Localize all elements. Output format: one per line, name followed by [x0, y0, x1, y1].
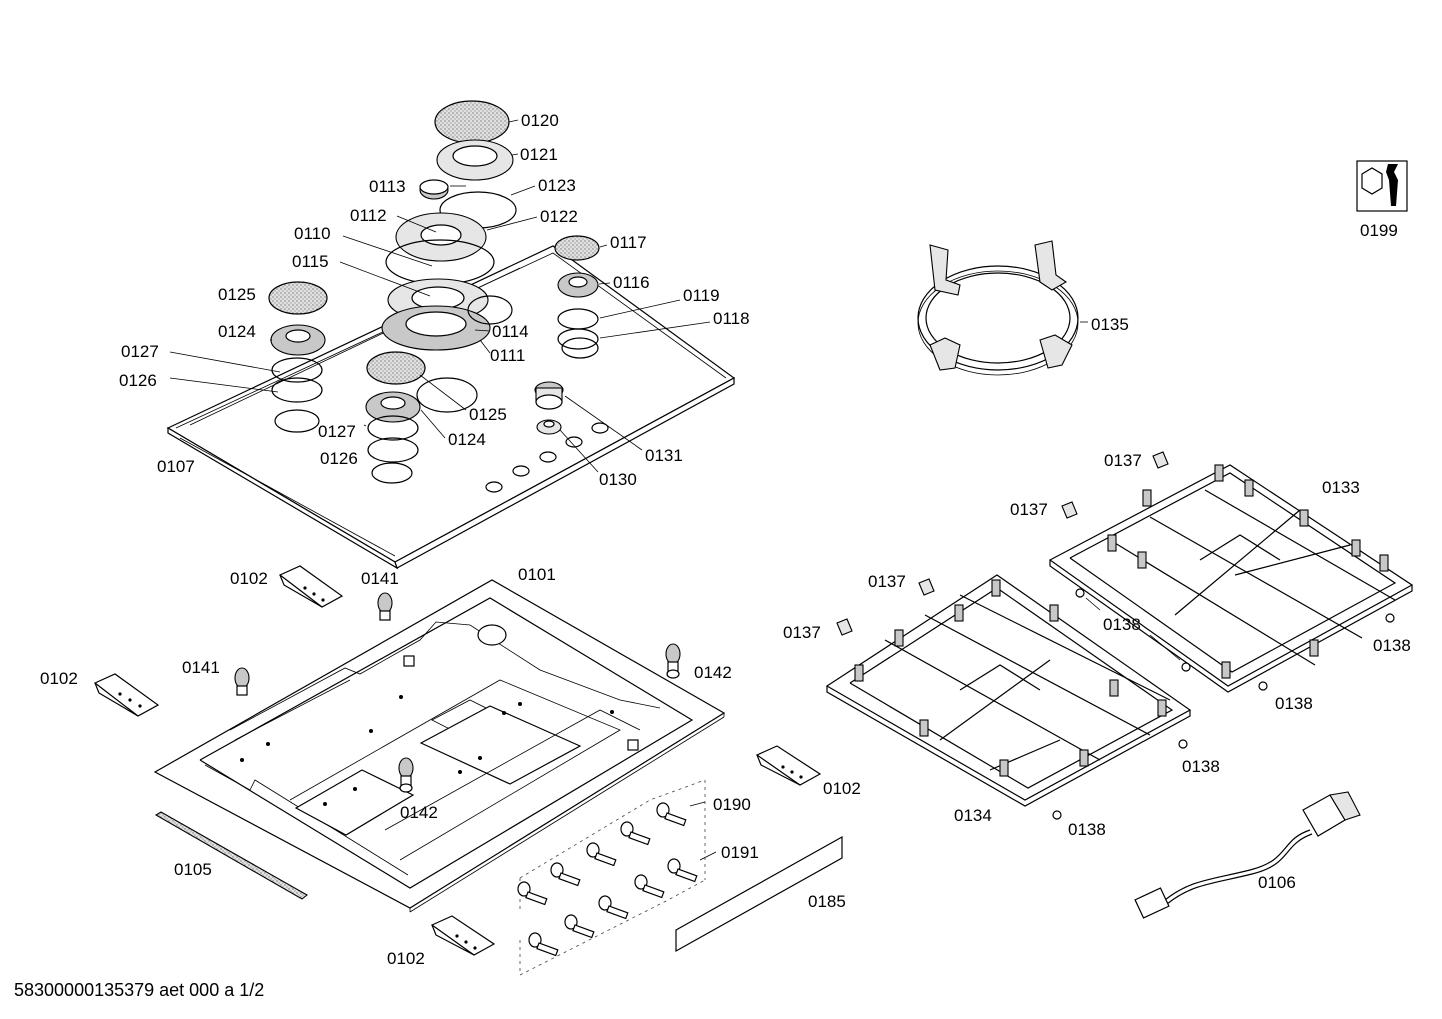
pan-support-0134 — [825, 574, 1192, 807]
label-0124-a: 0124 — [218, 322, 256, 341]
power-cord — [1134, 791, 1361, 919]
label-0130: 0130 — [599, 470, 637, 489]
label-0111: 0111 — [490, 346, 525, 365]
label-0114: 0114 — [492, 322, 529, 341]
bracket-0102-b — [93, 673, 160, 717]
label-0125-a: 0125 — [218, 285, 256, 304]
label-0120: 0120 — [521, 111, 559, 130]
label-0190: 0190 — [713, 795, 751, 814]
foot-0141-b — [234, 667, 250, 696]
label-0137-a: 0137 — [1104, 451, 1142, 470]
label-0138-d: 0138 — [1182, 757, 1220, 776]
label-0131: 0131 — [645, 446, 683, 465]
part-labels: 0120 0121 0113 0123 0112 0122 0110 0117 … — [40, 111, 1411, 968]
label-0121: 0121 — [520, 145, 558, 164]
label-0113: 0113 — [369, 177, 406, 196]
label-0116: 0116 — [613, 273, 650, 292]
screw-set — [517, 779, 717, 976]
label-0138-e: 0138 — [1068, 820, 1106, 839]
control-knob — [534, 381, 564, 435]
label-0125-b: 0125 — [469, 405, 507, 424]
label-0107: 0107 — [157, 457, 195, 476]
label-0141-a: 0141 — [361, 569, 399, 588]
label-0199: 0199 — [1360, 221, 1398, 240]
bracket-0102-d — [430, 915, 496, 956]
label-0137-d: 0137 — [783, 623, 821, 642]
label-0118: 0118 — [713, 309, 750, 328]
label-0102-a: 0102 — [230, 569, 268, 588]
label-0112: 0112 — [350, 206, 387, 225]
label-0124-b: 0124 — [448, 430, 486, 449]
label-0138-a: 0138 — [1103, 615, 1141, 634]
clip-0137-set — [836, 451, 1169, 636]
label-0185: 0185 — [808, 892, 846, 911]
label-0134: 0134 — [954, 806, 992, 825]
pan-support-0133 — [1048, 464, 1414, 693]
wrench-icon — [1356, 160, 1408, 212]
label-0127-b: 0127 — [318, 422, 356, 441]
label-0138-c: 0138 — [1275, 694, 1313, 713]
foot-0142-b — [398, 757, 414, 793]
label-0126-b: 0126 — [320, 449, 358, 468]
label-0122: 0122 — [540, 207, 578, 226]
label-0142-b: 0142 — [400, 803, 438, 822]
label-0106: 0106 — [1258, 873, 1296, 892]
label-0127-a: 0127 — [121, 342, 159, 361]
label-0126-a: 0126 — [119, 371, 157, 390]
hob-top-plate — [166, 245, 736, 570]
label-0141-b: 0141 — [182, 658, 220, 677]
label-0117: 0117 — [610, 233, 647, 252]
label-0110: 0110 — [294, 224, 331, 243]
middle-burner — [365, 351, 426, 463]
label-0142-a: 0142 — [694, 663, 732, 682]
small-burner-right — [554, 235, 600, 350]
label-plate-0185 — [675, 835, 843, 953]
label-0105: 0105 — [174, 860, 212, 879]
drawing-number: 58300000135379 aet 000 a 1/2 — [14, 980, 265, 1000]
foot-0142-a — [665, 643, 681, 679]
label-0137-c: 0137 — [868, 572, 906, 591]
label-0119: 0119 — [683, 286, 720, 305]
label-0115: 0115 — [292, 252, 329, 271]
label-0102-b: 0102 — [40, 669, 78, 688]
bottom-casing — [153, 579, 726, 913]
label-0133: 0133 — [1322, 478, 1360, 497]
label-0138-b: 0138 — [1373, 636, 1411, 655]
label-0102-d: 0102 — [387, 949, 425, 968]
wok-ring — [917, 240, 1088, 376]
left-burner — [268, 281, 328, 403]
label-0135: 0135 — [1091, 315, 1129, 334]
label-0137-b: 0137 — [1010, 500, 1048, 519]
label-0123: 0123 — [538, 176, 576, 195]
label-0102-c: 0102 — [823, 779, 861, 798]
bracket-0102-a — [278, 565, 344, 608]
foot-0141-a — [377, 592, 393, 621]
foot-0138-set — [1052, 588, 1395, 820]
label-0101: 0101 — [518, 565, 556, 584]
seal-strip-0105 — [154, 811, 308, 900]
leader-lines-top — [169, 119, 711, 473]
bracket-0102-c — [755, 745, 822, 786]
label-0191: 0191 — [721, 843, 759, 862]
